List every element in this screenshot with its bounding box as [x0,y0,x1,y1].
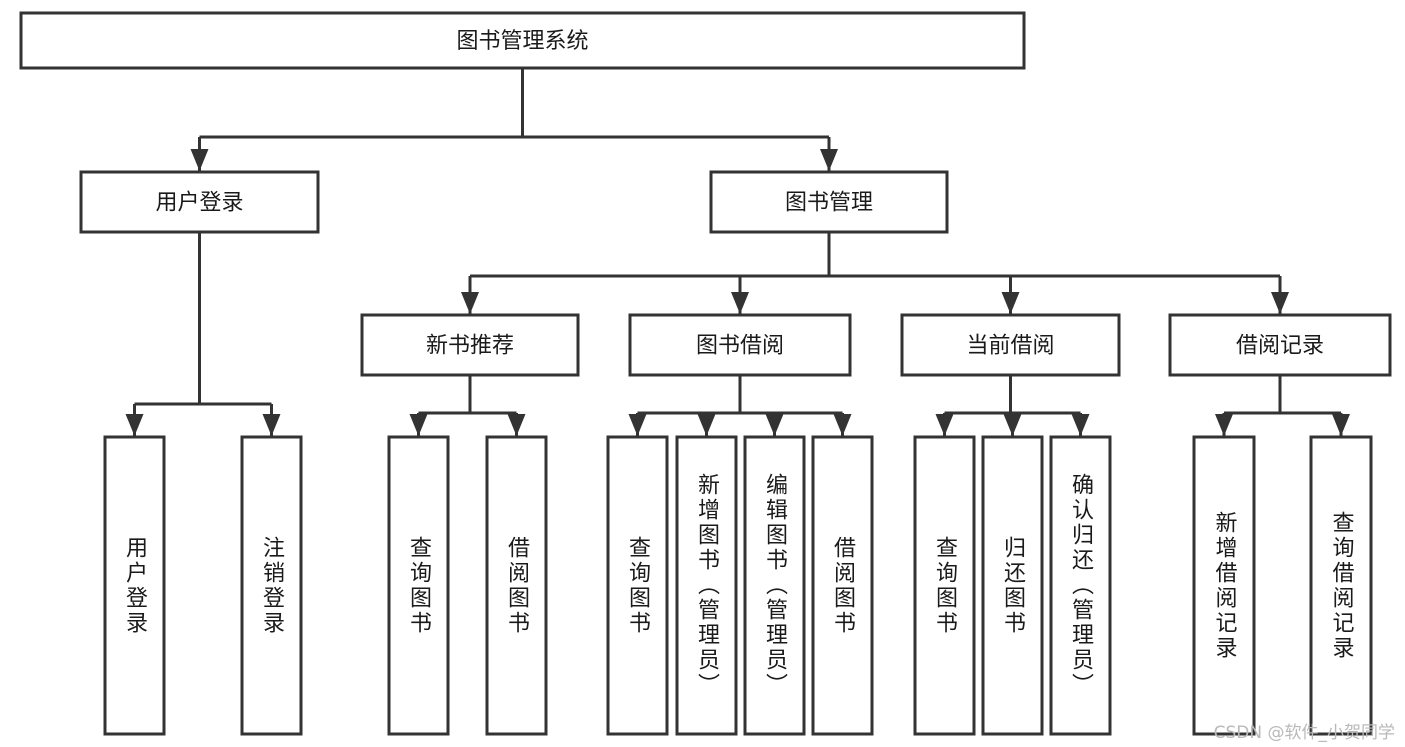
arrow-head-icon-new-book-recommend [461,292,479,314]
node-box-current-borrow[interactable] [900,313,1121,377]
node-boxes-layer [19,11,1392,736]
leaf-label-leaf-edit-book: 编辑图书（管理员） [762,473,788,698]
arrow-head-icon-borrow-record [1271,292,1289,314]
watermark-text: CSDN @软件_小贺同学 [1213,723,1395,743]
node-box-leaf-edit-book[interactable] [743,435,806,736]
node-label-current-borrow: 当前借阅 [966,334,1054,359]
arrow-head-icon-leaf-query-book-1 [409,414,428,436]
leaf-label-leaf-borrow-book-2: 借阅图书 [830,535,856,636]
node-label-book-manage: 图书管理 [785,191,873,216]
node-box-leaf-query-record[interactable] [1309,435,1373,736]
arrow-head-icon-book-manage [820,149,838,171]
node-box-leaf-query-book-2[interactable] [606,435,669,736]
node-box-leaf-query-book-3[interactable] [913,435,976,736]
node-box-leaf-add-record[interactable] [1192,435,1256,736]
arrow-head-icon-book-borrow [731,292,749,314]
leaf-label-leaf-borrow-book-1: 借阅图书 [504,535,530,636]
arrow-head-icon-leaf-add-record [1215,414,1233,436]
node-box-leaf-confirm-return[interactable] [1049,435,1112,736]
node-box-root[interactable] [19,11,1026,70]
node-box-new-book-recommend[interactable] [360,313,580,377]
arrow-head-icon-leaf-query-record [1332,414,1350,436]
node-box-leaf-return-book[interactable] [981,435,1044,736]
node-label-root: 图书管理系统 [456,29,588,54]
node-box-leaf-user-logout[interactable] [240,435,303,736]
node-box-book-manage[interactable] [709,170,949,234]
leaf-label-leaf-user-logout: 注销登录 [259,535,285,636]
arrow-head-icon-leaf-query-book-2 [628,414,647,436]
arrow-head-icon-leaf-add-book [697,414,716,436]
node-box-leaf-query-book-1[interactable] [387,435,450,736]
node-label-user-login: 用户登录 [155,191,243,216]
node-label-book-borrow: 图书借阅 [696,334,784,359]
arrow-head-icon-user-login [190,149,209,171]
node-box-book-borrow[interactable] [628,313,852,377]
leaf-label-leaf-query-book-3: 查询图书 [932,535,958,636]
node-box-borrow-record[interactable] [1168,313,1392,377]
node-box-leaf-add-book[interactable] [675,435,738,736]
node-box-leaf-borrow-book-2[interactable] [811,435,874,736]
arrow-head-icon-leaf-confirm-return [1071,414,1090,436]
connectors-layer [125,68,1350,436]
node-box-leaf-user-login[interactable] [103,435,166,736]
node-label-new-book-recommend: 新书推荐 [426,334,514,359]
leaf-label-leaf-add-book: 新增图书（管理员） [694,473,720,698]
arrow-head-icon-leaf-return-book [1003,414,1022,436]
leaf-label-leaf-query-book-1: 查询图书 [406,535,432,636]
leaf-label-leaf-query-record: 查询借阅记录 [1328,510,1354,661]
arrow-head-icon-leaf-borrow-book-1 [507,414,526,436]
node-box-user-login[interactable] [79,170,320,234]
node-box-leaf-borrow-book-1[interactable] [485,435,548,736]
leaf-label-leaf-confirm-return: 确认归还（管理员） [1068,473,1094,698]
arrow-head-icon-leaf-query-book-3 [935,414,954,436]
arrow-head-icon-leaf-user-login [125,414,144,436]
arrow-head-icon-leaf-borrow-book-2 [833,414,852,436]
leaf-label-leaf-query-book-2: 查询图书 [625,535,651,636]
leaf-label-leaf-user-login: 用户登录 [122,535,148,636]
arrow-head-icon-leaf-edit-book [765,414,784,436]
leaf-label-leaf-return-book: 归还图书 [1000,535,1026,636]
arrow-head-icon-leaf-user-logout [262,414,281,436]
node-label-borrow-record: 借阅记录 [1236,334,1324,359]
leaf-label-leaf-add-record: 新增借阅记录 [1211,510,1237,661]
arrow-head-icon-current-borrow [1001,292,1020,314]
